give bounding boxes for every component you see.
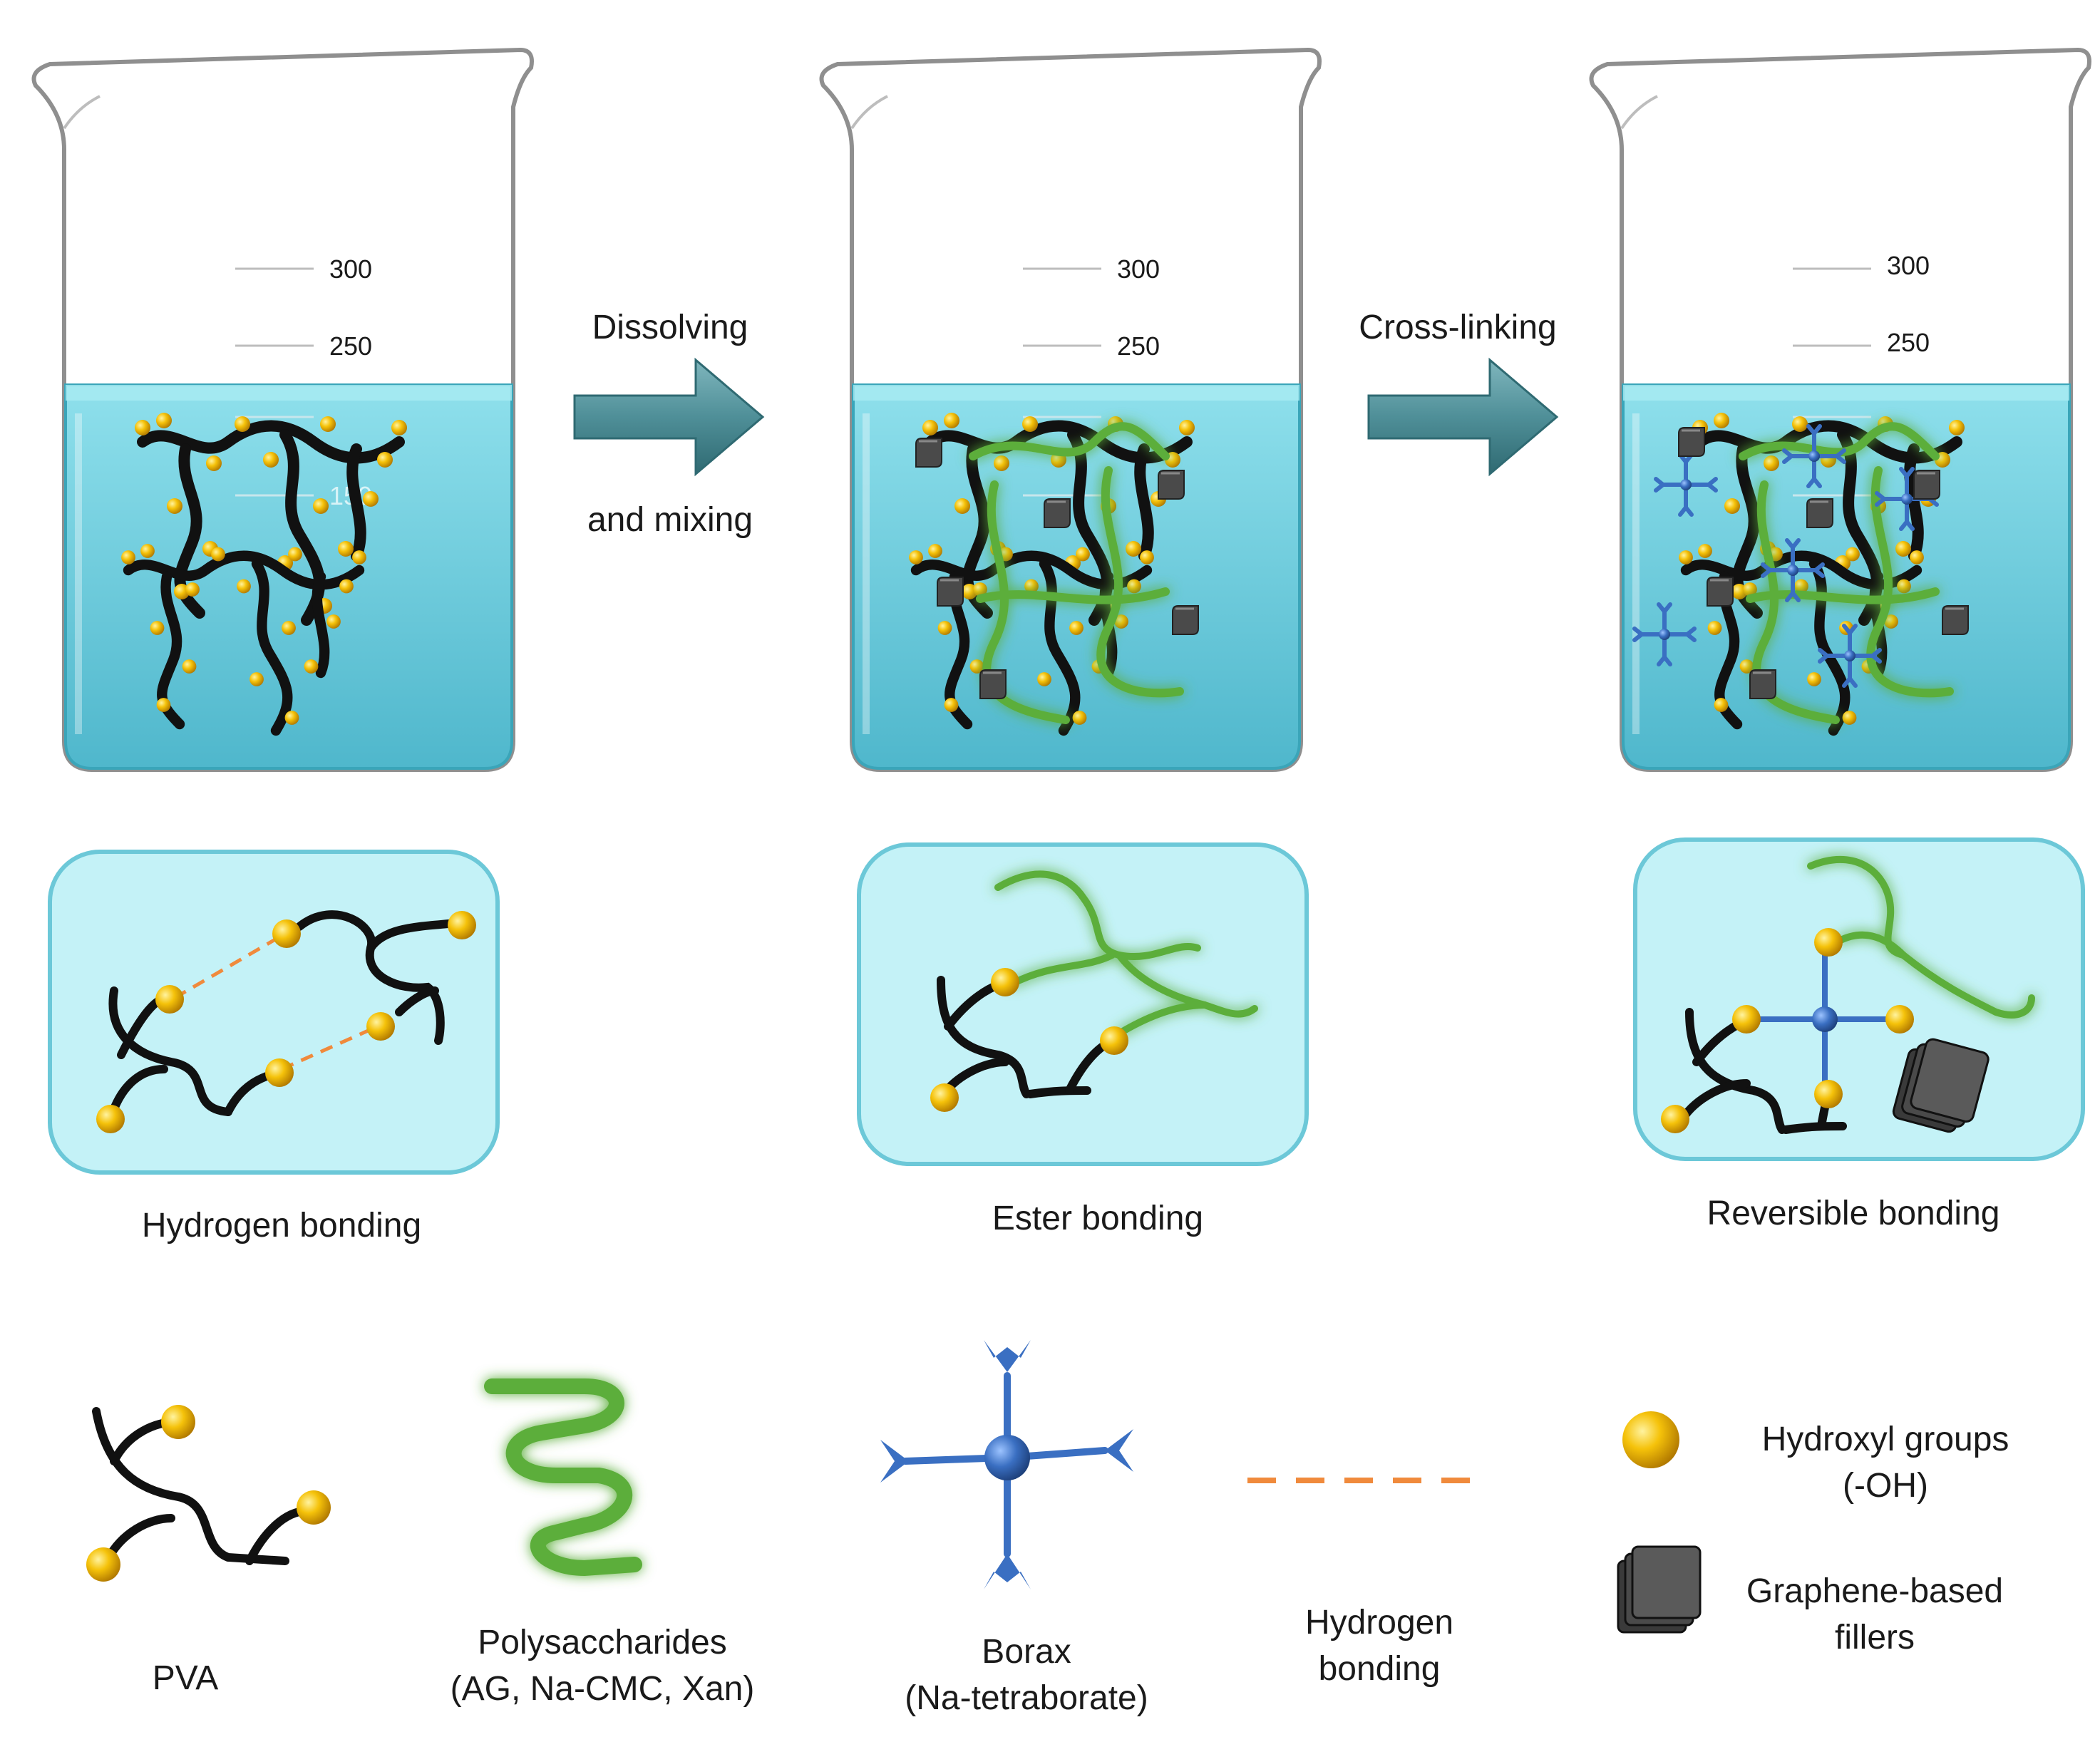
legend-borax-line2: (Na-tetraborate) bbox=[905, 1679, 1148, 1717]
panel-hydrogen-bonding bbox=[48, 850, 500, 1175]
legend-graphene-line2: fillers bbox=[1835, 1619, 1915, 1656]
beaker-2-grad-250: 250 bbox=[1117, 331, 1160, 361]
graphene-filler-icon bbox=[1617, 1545, 1702, 1634]
legend-hbond-line1: Hydrogen bbox=[1305, 1604, 1453, 1641]
pva-chain-icon bbox=[86, 1405, 331, 1582]
legend-hydroxyl-line2: (-OH) bbox=[1843, 1467, 1928, 1505]
beaker-1-grad-250: 250 bbox=[329, 331, 372, 361]
beaker-1-grad-300: 300 bbox=[329, 254, 372, 284]
hydroxyl-icon bbox=[1622, 1411, 1679, 1468]
step1-label-bottom: and mixing bbox=[587, 501, 753, 539]
borax-icon bbox=[880, 1340, 1133, 1589]
panel-right-caption: Reversible bonding bbox=[1707, 1195, 2000, 1232]
legend-graphene-line1: Graphene-based bbox=[1746, 1572, 2003, 1610]
panel-ester-bonding bbox=[857, 842, 1309, 1166]
legend-polysaccharides-line1: Polysaccharides bbox=[478, 1624, 727, 1661]
legend-polysaccharides-line2: (AG, Na-CMC, Xan) bbox=[451, 1670, 755, 1708]
step2-label-top: Cross-linking bbox=[1359, 309, 1556, 346]
legend-hbond-line2: bonding bbox=[1319, 1650, 1441, 1688]
legend-pva-label: PVA bbox=[153, 1659, 218, 1697]
beaker-3-grad-250: 250 bbox=[1887, 328, 1930, 357]
arrow-2-icon bbox=[1367, 357, 1559, 477]
panel-reversible-bonding bbox=[1633, 837, 2085, 1161]
polysaccharide-icon bbox=[484, 1378, 642, 1577]
polysaccharide-network-2 bbox=[969, 422, 1184, 724]
beaker-3-grad-300: 300 bbox=[1887, 251, 1930, 280]
panel-middle-caption: Ester bonding bbox=[992, 1200, 1203, 1237]
beaker-1-icon: 300 250 150 bbox=[34, 50, 532, 770]
panel-left-caption: Hydrogen bonding bbox=[142, 1207, 421, 1244]
step1-label-top: Dissolving bbox=[592, 309, 748, 346]
beaker-2-grad-300: 300 bbox=[1117, 254, 1160, 284]
arrow-1-icon bbox=[573, 357, 765, 477]
beaker-3-icon: 300 250 bbox=[1592, 50, 2090, 770]
beaker-2-icon: 300 250 bbox=[822, 50, 1320, 770]
legend-borax-line1: Borax bbox=[982, 1633, 1071, 1671]
legend-hydroxyl-line1: Hydroxyl groups bbox=[1762, 1421, 2009, 1458]
